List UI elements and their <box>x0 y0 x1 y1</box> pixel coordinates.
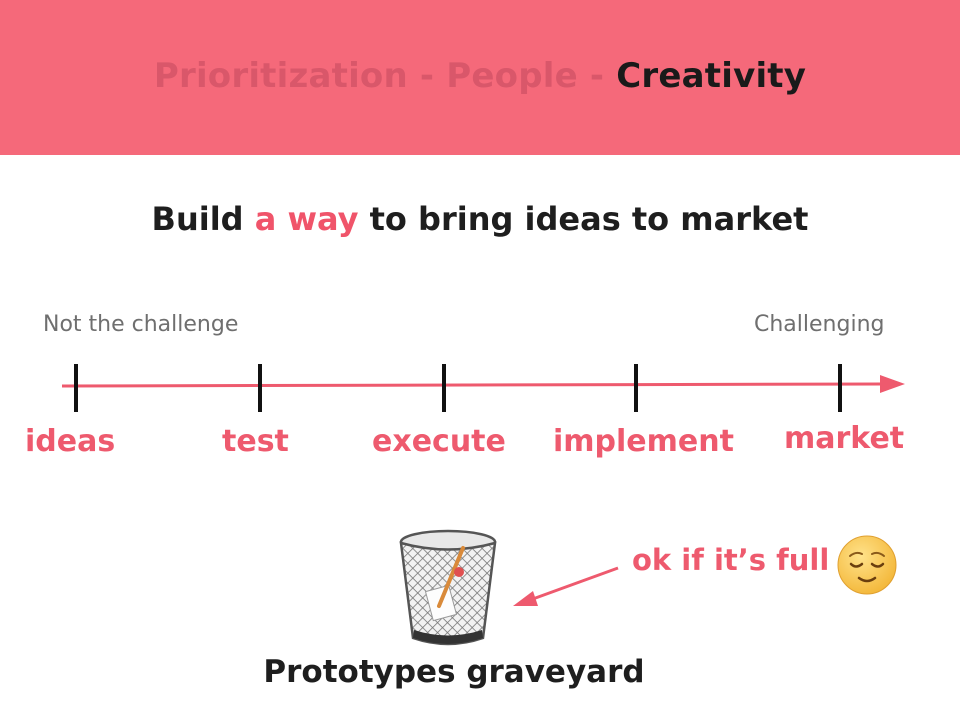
left-label: Not the challenge <box>43 312 239 337</box>
timeline-arrowhead <box>880 375 905 393</box>
trash-bin-icon <box>399 529 497 646</box>
active-section: Creativity <box>616 56 807 96</box>
stage-test: test <box>222 424 289 459</box>
slide-headline: Build a way to bring ideas to market <box>0 200 960 238</box>
stage-market: market <box>784 421 905 456</box>
relieved-face-icon <box>837 535 897 595</box>
stage-implement: implement <box>553 424 734 459</box>
headline-after: to bring ideas to market <box>358 200 809 238</box>
timeline-axis <box>61 382 886 388</box>
right-label: Challenging <box>754 312 885 337</box>
section-title: Prioritization - People - Creativity <box>0 56 960 96</box>
section-breadcrumb: Prioritization - People - <box>153 56 617 96</box>
header-banner: Prioritization - People - Creativity <box>0 0 960 155</box>
stage-execute: execute <box>372 424 506 459</box>
stage-ideas: ideas <box>25 424 116 459</box>
headline-accent: a way <box>254 200 359 238</box>
headline-before: Build <box>151 200 255 238</box>
bin-caption: Prototypes graveyard <box>263 654 645 690</box>
annotation-note: ok if it’s full <box>632 543 830 577</box>
